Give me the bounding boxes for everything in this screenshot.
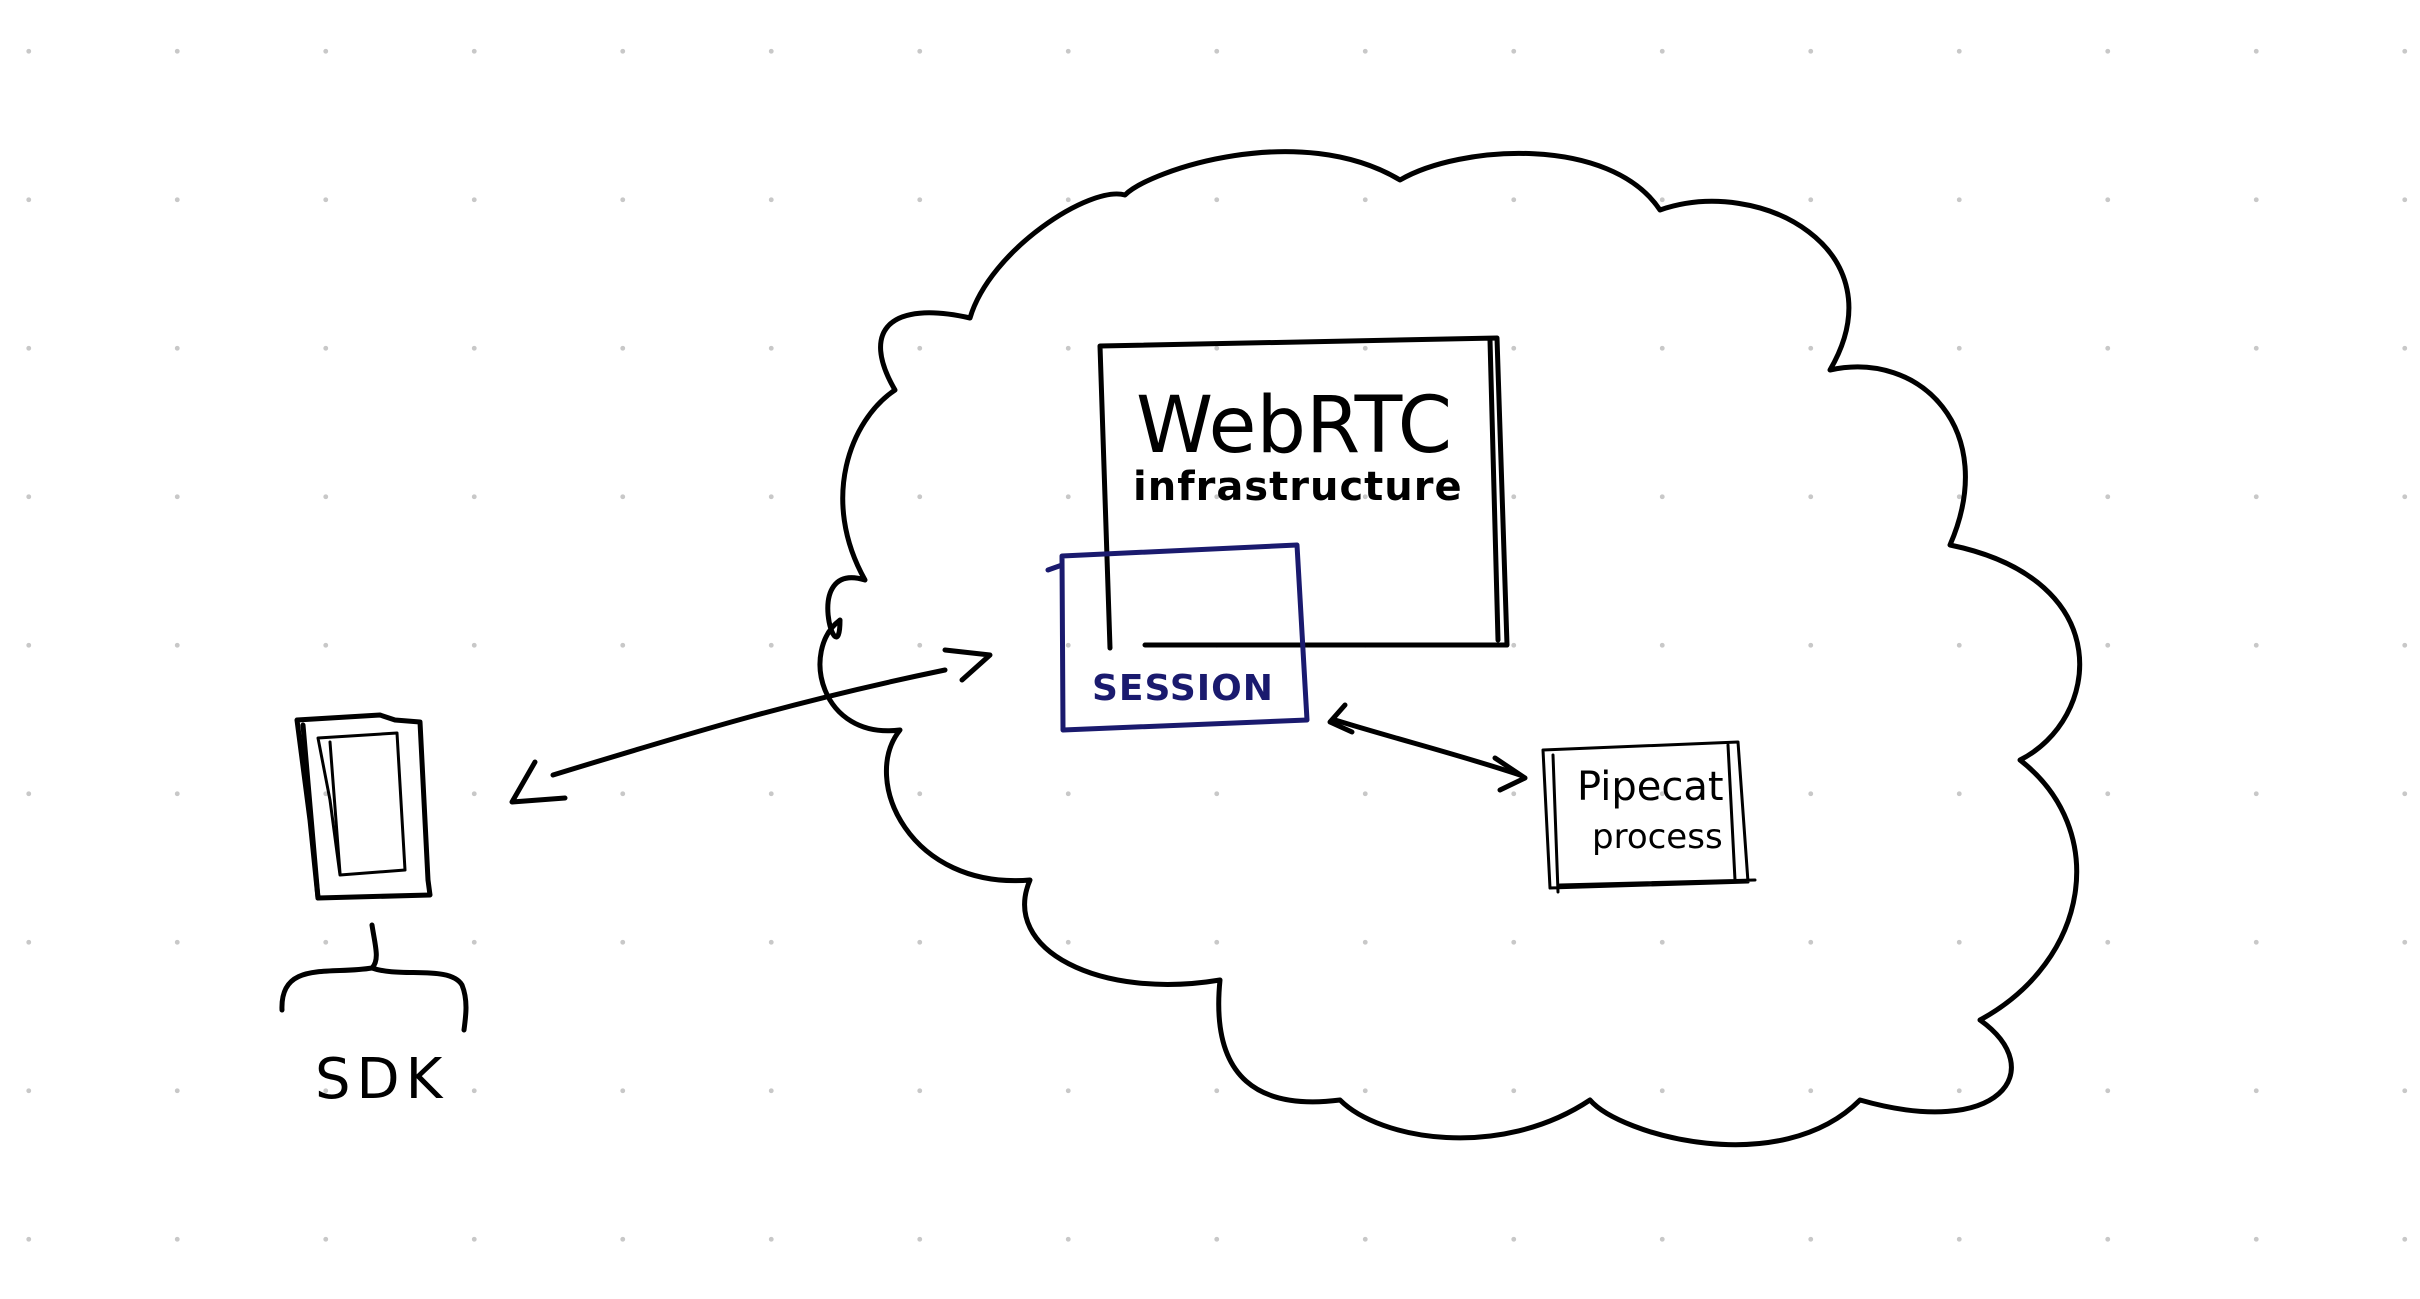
webrtc-subtitle: infrastructure [1133, 464, 1463, 510]
arrowhead-pipecat-end [1492, 755, 1528, 793]
session-box [1045, 542, 1310, 733]
arrowhead-session-end-2 [1327, 702, 1355, 735]
sdk-brace [279, 922, 469, 1033]
phone-icon [294, 712, 433, 901]
pipecat-label-line2: process [1592, 817, 1723, 857]
pipecat-label-line1: Pipecat [1577, 764, 1724, 810]
arrowhead-sdk-end [509, 759, 568, 805]
cloud-shape [817, 149, 2083, 1148]
pipecat-box [1541, 740, 1757, 894]
webrtc-title: WebRTC [1136, 381, 1452, 471]
arrowhead-session-end [942, 647, 993, 683]
webrtc-box [1097, 335, 1510, 651]
arrow-session-to-pipecat[interactable] [1332, 717, 1523, 778]
arrow-sdk-to-session[interactable] [550, 667, 948, 778]
session-label: SESSION [1092, 668, 1274, 709]
sdk-label: SDK [315, 1047, 448, 1112]
